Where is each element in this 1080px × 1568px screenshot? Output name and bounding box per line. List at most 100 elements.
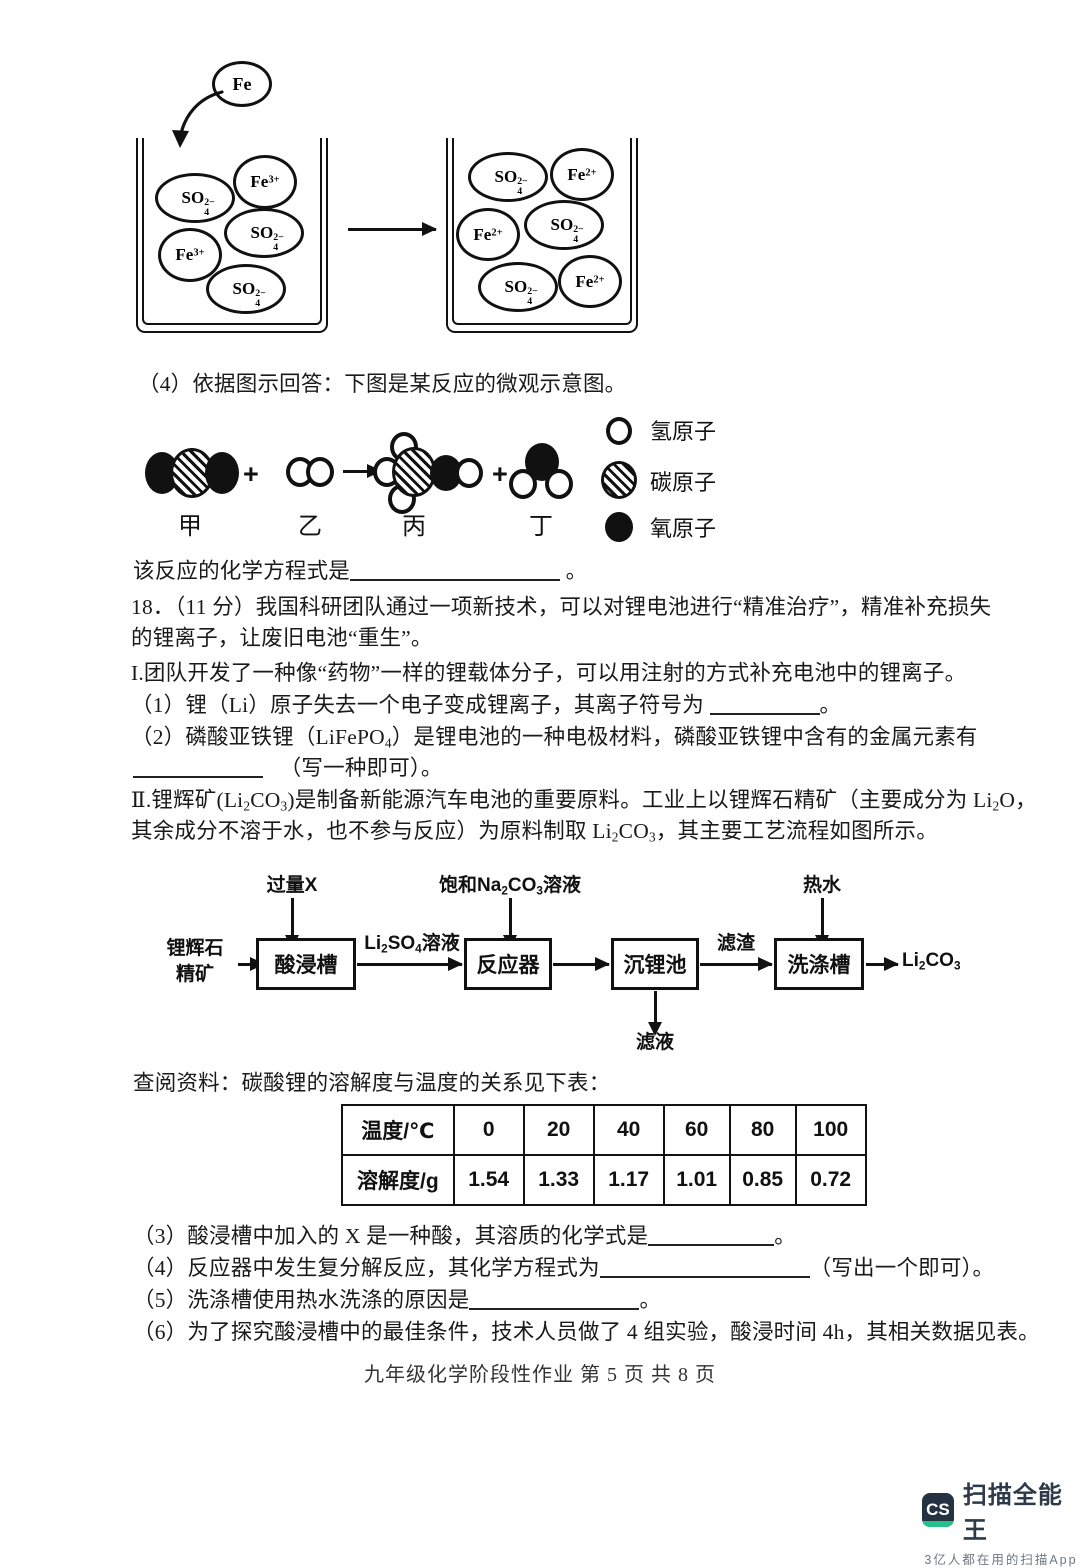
molecule-label-bing: 丙 <box>402 514 426 540</box>
q18-item1-suffix: 。 <box>819 693 842 717</box>
table-row: 温度/℃ 0 20 40 60 80 100 <box>341 1104 867 1156</box>
fe-reagent-label: Fe <box>232 73 252 94</box>
table-cell: 1.01 <box>662 1154 731 1206</box>
q18-line2: 的锂离子，让废旧电池“重生”。 <box>131 626 433 650</box>
ion-iron2: Fe2+ <box>558 255 622 308</box>
flow-edge-label-li2so4: Li2SO4溶液 <box>364 933 460 956</box>
ion-iron2: Fe2+ <box>550 148 614 201</box>
q18-line1: 18．（11 分）我国科研团队通过一项新技术，可以对锂电池进行“精准治疗”，精准… <box>131 595 992 619</box>
table-cell: 1.33 <box>522 1154 595 1206</box>
table-cell: 100 <box>794 1104 867 1156</box>
q18-item3: （3）酸浸槽中加入的 X 是一种酸，其溶质的化学式是 。 <box>133 1221 796 1252</box>
plus-operator-1: + <box>243 459 259 489</box>
flow-arrow-down-filtrate <box>648 991 661 1036</box>
flow-box-acid-leach[interactable]: 酸浸槽 <box>256 938 356 990</box>
q18-item1: （1）锂（Li）原子失去一个电子变成锂离子，其离子符号为 。 <box>131 690 841 721</box>
table-cell: 1.54 <box>452 1154 525 1206</box>
flow-source-line2: 精矿 <box>175 964 214 985</box>
q4-answer-suffix: 。 <box>565 559 588 583</box>
q18-item2-suffix: （写一种即可）。 <box>279 756 443 780</box>
q18-item3-blank[interactable] <box>648 1222 775 1246</box>
q18-item2-blank[interactable] <box>133 754 263 778</box>
flow-box-reactor[interactable]: 反应器 <box>464 938 552 990</box>
flow-box-washing-tank[interactable]: 洗涤槽 <box>774 938 864 990</box>
q18-item5-text: （5）洗涤槽使用热水洗涤的原因是 <box>133 1288 470 1312</box>
table-cell: 40 <box>592 1104 665 1156</box>
oxygen-atom-icon <box>605 512 633 542</box>
flow-arrow-down-3 <box>815 898 828 949</box>
flow-input-label-hot-water: 热水 <box>802 875 841 896</box>
camscanner-title: 扫描全能王 <box>962 1482 1063 1544</box>
fe-reagent-bubble: Fe <box>212 61 272 107</box>
table-cell: 0.85 <box>728 1154 797 1206</box>
molecule-label-jia: 甲 <box>178 514 202 540</box>
q18-part2-line2: 其余成分不溶于水，也不参与反应）为原料制取 Li2CO3，其主要工艺流程如图所示… <box>131 819 938 845</box>
flow-source-line1: 锂辉石 <box>166 938 224 959</box>
flow-source-label: 锂辉石 精矿 <box>153 936 237 988</box>
resource-intro-line: 查阅资料：碳酸锂的溶解度与温度的关系见下表： <box>133 1071 611 1095</box>
q18-item5: （5）洗涤槽使用热水洗涤的原因是 。 <box>133 1285 661 1316</box>
ion-iron3: Fe3+ <box>158 228 222 282</box>
flow-edge-label-residue: 滤渣 <box>716 933 755 954</box>
question4-answer-line: 该反应的化学方程式是 。 <box>133 556 587 587</box>
plus-operator-2: + <box>492 459 508 489</box>
flow-arrow-3 <box>700 958 773 970</box>
pour-arrow-icon <box>172 90 224 148</box>
table-cell: 0.72 <box>794 1154 867 1206</box>
table-cell: 温度/℃ <box>341 1104 455 1156</box>
q18-item5-blank[interactable] <box>469 1286 640 1310</box>
q18-item4-blank[interactable] <box>599 1254 810 1278</box>
q4-answer-prefix: 该反应的化学方程式是 <box>133 559 351 583</box>
q4-answer-blank[interactable] <box>350 557 561 581</box>
q18-item2-line1: （2）磷酸亚铁锂（LiFePO4）是锂电池的一种电极材料，磷酸亚铁锂中含有的金属… <box>131 725 978 751</box>
table-cell: 20 <box>522 1104 595 1156</box>
flow-input-label-na2co3: 饱和Na2CO3溶液 <box>439 875 581 898</box>
legend-label-hydrogen: 氢原子 <box>650 419 717 444</box>
flow-arrow-4 <box>866 958 899 970</box>
legend-label-oxygen: 氧原子 <box>650 516 717 541</box>
carbon-atom-icon <box>601 461 637 499</box>
oxygen-atom <box>205 452 239 494</box>
q18-line3: I.团队开发了一种像“药物”一样的锂载体分子，可以用注射的方式补充电池中的锂离子… <box>131 661 967 685</box>
camscanner-watermark: CS 扫描全能王 3亿人都在用的扫描App <box>922 1475 1080 1568</box>
solubility-table: 温度/℃ 0 20 40 60 80 100 溶解度/g 1.54 1.33 1… <box>341 1104 867 1206</box>
q18-item4: （4）反应器中发生复分解反应，其化学方程式为 （写出一个即可）。 <box>133 1253 994 1284</box>
hydrogen-atom-icon <box>606 417 632 445</box>
flow-box-precipitation-pool[interactable]: 沉锂池 <box>611 938 699 990</box>
flow-arrow-down-2 <box>503 898 516 949</box>
q18-item1-text: （1）锂（Li）原子失去一个电子变成锂离子，其离子符号为 <box>131 693 704 717</box>
flow-arrow-2 <box>553 958 610 970</box>
table-cell: 0 <box>452 1104 525 1156</box>
q18-item1-blank[interactable] <box>709 691 820 715</box>
hydrogen-atom <box>545 469 573 499</box>
q18-item6: （6）为了探究酸浸槽中的最佳条件，技术人员做了 4 组实验，酸浸时间 4h，其相… <box>133 1320 1040 1344</box>
hydrogen-atom <box>509 469 537 499</box>
ion-iron3: Fe3+ <box>233 155 297 209</box>
question4-stem: （4）依据图示回答：下图是某反应的微观示意图。 <box>138 372 627 396</box>
flow-input-label-excess-x: 过量X <box>266 875 318 896</box>
flow-arrow-down-1 <box>285 898 298 949</box>
q18-item4-suffix: （写出一个即可）。 <box>809 1256 995 1280</box>
molecule-label-ding: 丁 <box>529 514 553 540</box>
flow-final-output: Li2CO3 <box>902 950 961 973</box>
molecule-label-yi: 乙 <box>298 514 322 540</box>
table-cell: 60 <box>662 1104 731 1156</box>
ion-iron2: Fe2+ <box>456 208 520 261</box>
table-row: 溶解度/g 1.54 1.33 1.17 1.01 0.85 0.72 <box>341 1154 867 1206</box>
hydrogen-atom <box>455 458 483 488</box>
flow-arrow-1 <box>357 958 463 970</box>
q18-item3-text: （3）酸浸槽中加入的 X 是一种酸，其溶质的化学式是 <box>133 1224 649 1248</box>
q18-item3-suffix: 。 <box>774 1224 796 1248</box>
table-cell: 溶解度/g <box>341 1154 455 1206</box>
q18-item5-suffix: 。 <box>639 1288 662 1312</box>
q18-item4-text: （4）反应器中发生复分解反应，其化学方程式为 <box>133 1256 600 1280</box>
camscanner-subtitle: 3亿人都在用的扫描App <box>924 1553 1078 1567</box>
legend-label-carbon: 碳原子 <box>650 470 717 495</box>
q18-item2-line2: （写一种即可）。 <box>133 753 443 784</box>
